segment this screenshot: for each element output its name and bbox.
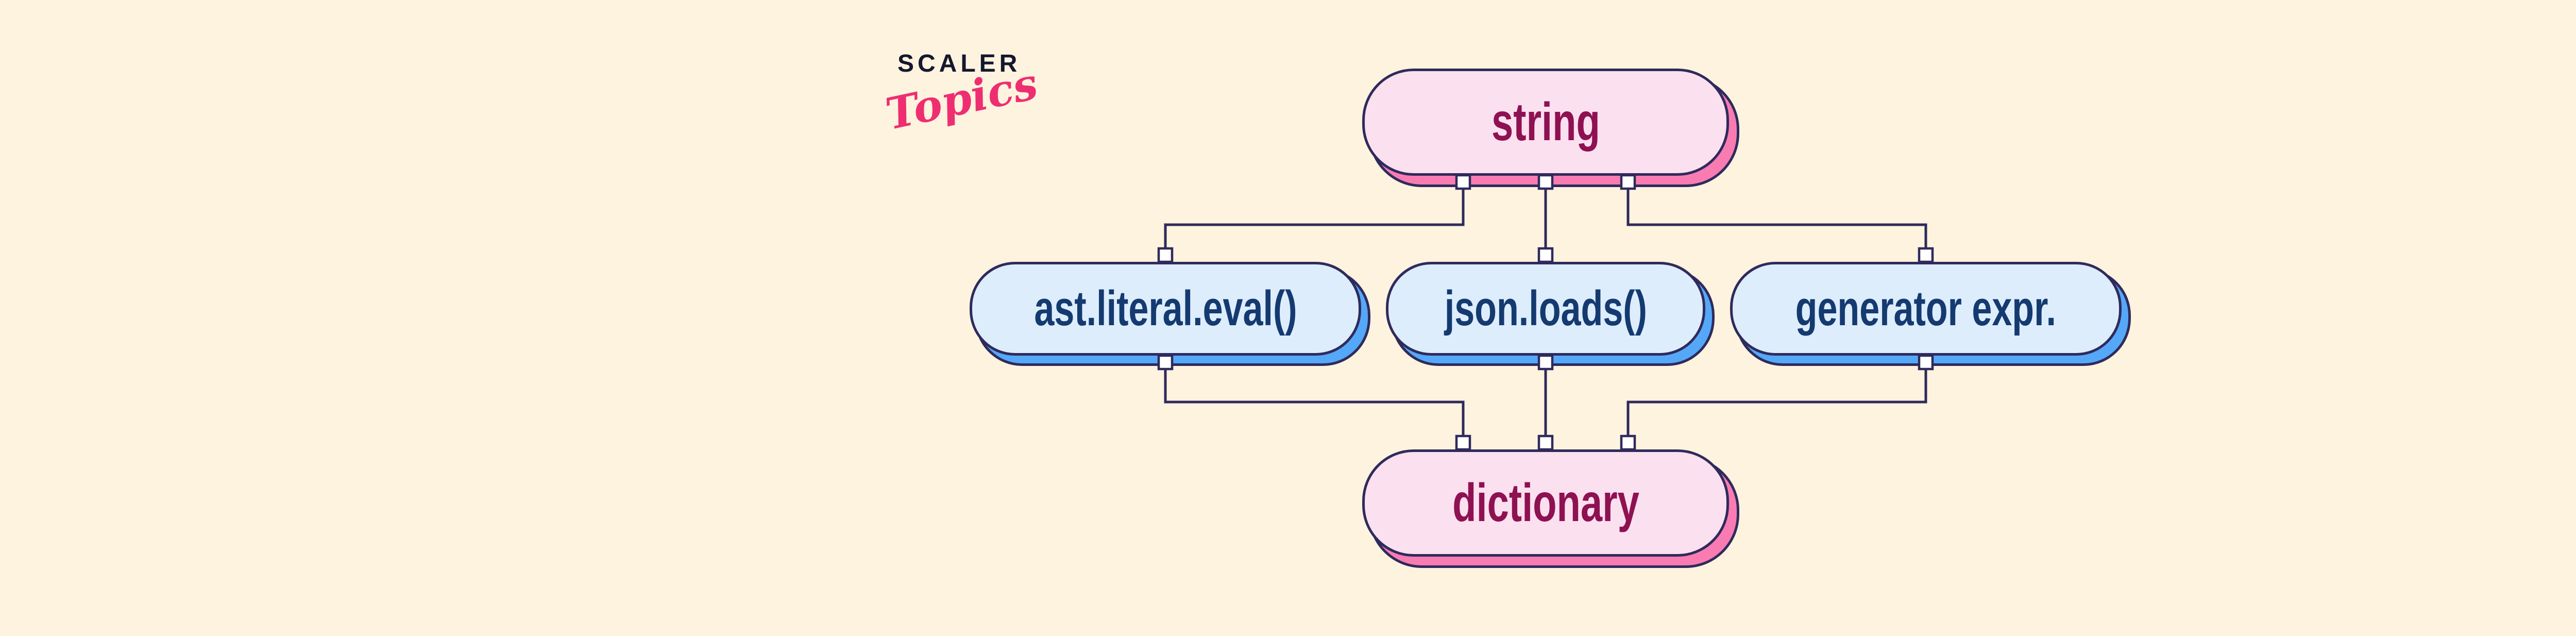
edge-ast-to-dictionary [1164, 367, 1465, 438]
node-generator-expr-label: generator expr. [1795, 281, 2057, 336]
node-ast-literal-eval-label: ast.literal.eval() [1033, 281, 1297, 336]
node-dictionary-label: dictionary [1452, 473, 1639, 533]
port-json-bottom [1537, 354, 1554, 371]
port-string-bottom-left [1455, 174, 1471, 190]
node-ast-literal-eval: ast.literal.eval() [970, 262, 1361, 356]
port-generator-top [1918, 247, 1934, 263]
node-string: string [1362, 69, 1729, 176]
port-ast-top [1157, 247, 1174, 263]
port-dictionary-top-left [1455, 434, 1471, 451]
port-string-bottom-center [1537, 174, 1554, 190]
edge-string-to-generator [1626, 186, 1927, 252]
port-json-top [1537, 247, 1554, 263]
port-string-bottom-right [1620, 174, 1636, 190]
node-json-loads: json.loads() [1386, 262, 1705, 356]
node-generator-expr: generator expr. [1730, 262, 2122, 356]
port-dictionary-top-right [1620, 434, 1636, 451]
edge-string-to-ast [1164, 186, 1465, 252]
logo-brand-text: SCALER [897, 50, 1021, 77]
node-json-loads-label: json.loads() [1444, 281, 1647, 336]
port-generator-bottom [1918, 354, 1934, 371]
port-dictionary-top-center [1537, 434, 1554, 451]
node-dictionary: dictionary [1362, 449, 1729, 557]
node-string-label: string [1491, 92, 1600, 152]
scaler-topics-logo: SCALER Topics [876, 45, 1042, 154]
edge-generator-to-dictionary [1626, 367, 1927, 438]
port-ast-bottom [1157, 354, 1174, 371]
